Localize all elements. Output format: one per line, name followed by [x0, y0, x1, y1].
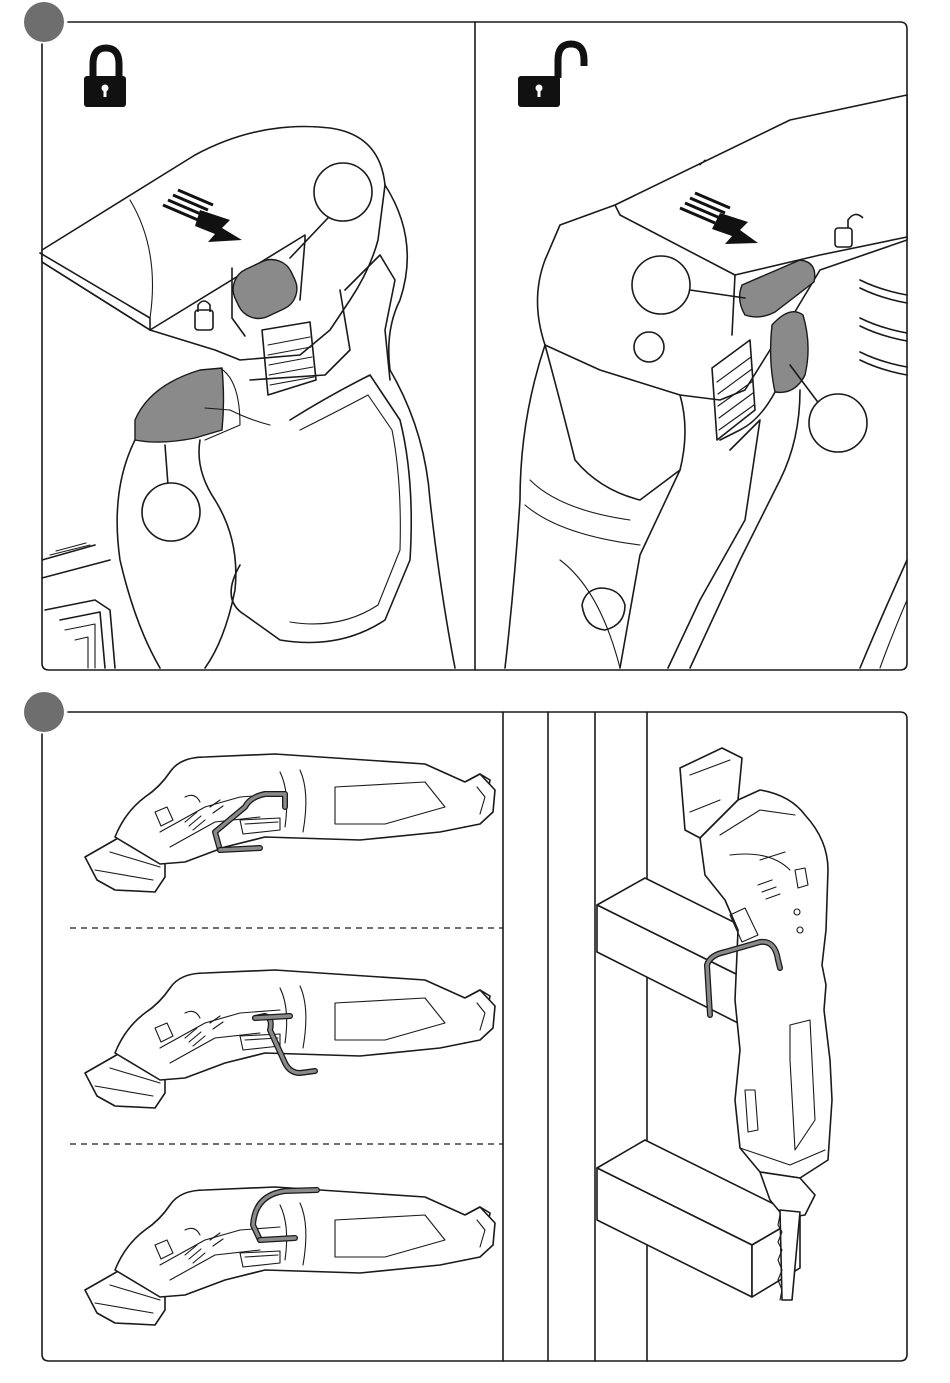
- grip-sleeve: [135, 368, 224, 442]
- tool-handle-left: [117, 440, 160, 668]
- step-marker-1: [24, 2, 64, 42]
- battery-pack-left: [42, 543, 115, 668]
- step-1-section: [24, 2, 907, 670]
- callout-lock-button: [314, 163, 372, 221]
- padlock-open-icon: [518, 44, 584, 107]
- tool-body-top-right: [538, 95, 908, 400]
- saw-hook-position-1: [85, 754, 495, 892]
- panel-hanging: [548, 712, 832, 1361]
- callout-grip-sleeve-right: [809, 394, 867, 452]
- saw-hook-position-3: [85, 1187, 495, 1325]
- side-ribs-right: [860, 280, 907, 375]
- panel-locked: [40, 48, 455, 668]
- saw-hook-position-2: [85, 970, 495, 1108]
- callout-grip-sleeve: [142, 483, 200, 541]
- step-marker-2: [24, 692, 64, 732]
- tool-handle-right: [505, 345, 545, 668]
- padlock-closed-icon: [84, 48, 126, 107]
- panel-unlocked: [505, 44, 907, 668]
- step-2-section: [24, 692, 907, 1361]
- callout-unlock-button: [632, 256, 690, 314]
